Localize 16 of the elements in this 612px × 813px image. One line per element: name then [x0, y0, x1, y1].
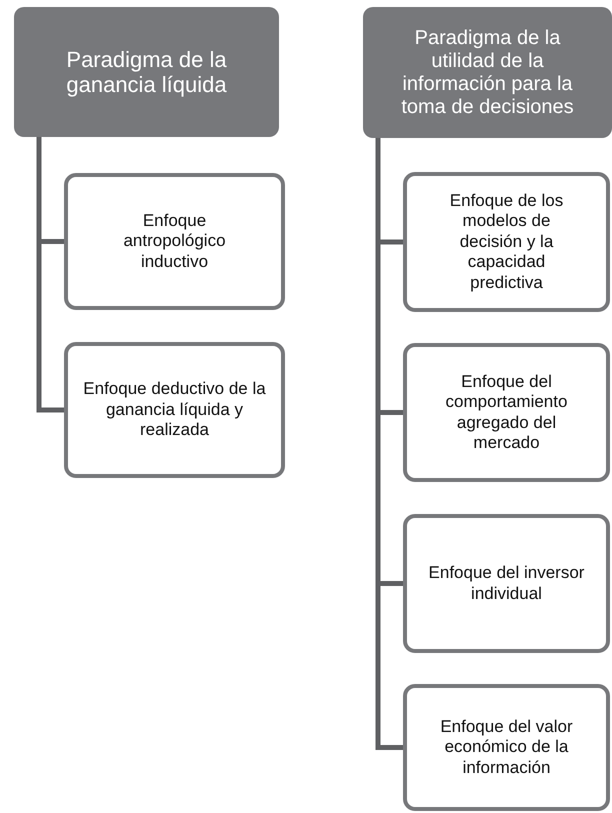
approach-box	[64, 173, 285, 310]
header-box	[14, 7, 279, 137]
box-text: Enfoque de los modelos de decisión y la capacidad predictiva	[448, 191, 564, 293]
box-text: Enfoque del comportamiento agregado del mercado	[444, 372, 568, 454]
box-text: Enfoque del valor económico de la información	[439, 716, 574, 778]
approach-box	[403, 684, 610, 811]
approach-box	[64, 342, 285, 478]
box-text: Paradigma de la ganancia líquida	[65, 46, 228, 98]
approach-box	[403, 514, 610, 653]
box-text: Enfoque antropológico inductivo	[122, 210, 227, 272]
box-text: Paradigma de la utilidad de la información para la toma de decisiones	[400, 26, 575, 118]
header-box	[363, 7, 612, 138]
approach-box	[403, 343, 610, 482]
box-text: Enfoque del inversor individual	[428, 563, 585, 604]
box-text: Enfoque deductivo de la ganancia líquida y realizada	[82, 379, 267, 441]
approach-box	[403, 172, 610, 312]
